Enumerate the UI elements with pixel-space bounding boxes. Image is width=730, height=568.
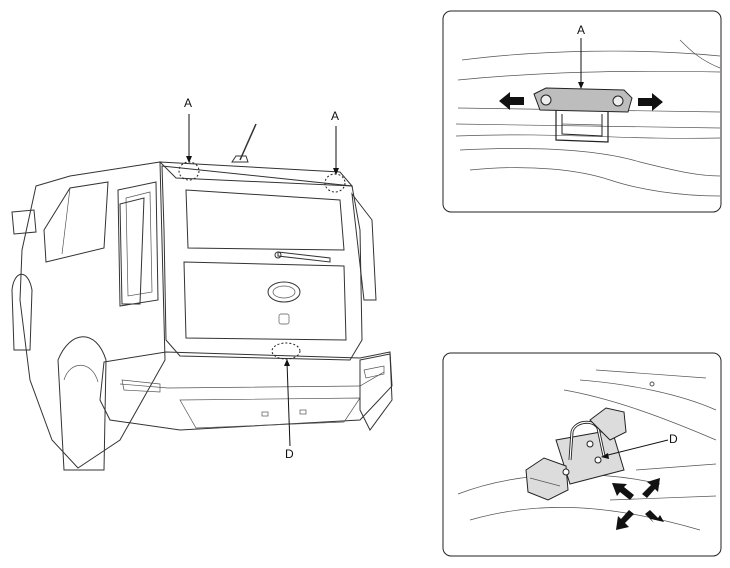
arrow-left-icon — [499, 92, 524, 110]
rear-wheel-right — [359, 353, 393, 431]
rear-wheel — [57, 336, 107, 471]
arrow-down-right-icon — [645, 510, 664, 523]
arrow-up-right-icon — [642, 478, 660, 498]
roof-spoiler — [158, 161, 354, 187]
hinge-location-left — [178, 161, 200, 181]
hinge-body — [533, 87, 633, 113]
hinge-bracket — [555, 110, 609, 143]
latch-bolt-1 — [562, 468, 570, 476]
detail-callout-d: D — [669, 432, 678, 446]
detail-frame-hinge — [442, 10, 722, 213]
latch-location — [271, 342, 301, 360]
latch-bolt-2 — [594, 456, 602, 464]
arrow-up-left-icon — [612, 483, 634, 500]
detail-callout-a: A — [577, 23, 585, 37]
hinge-bolt-left — [540, 94, 552, 106]
side-mirror — [11, 209, 37, 235]
rear-wiper — [277, 251, 331, 263]
vehicle-side-body — [19, 161, 166, 469]
detail-panel-hinge: A — [442, 10, 722, 213]
tail-lamp-left — [119, 197, 145, 305]
side-window-front — [43, 181, 109, 263]
hinge-location-right — [324, 173, 346, 193]
detail-panel-latch: D — [442, 352, 722, 557]
callout-label-d: D — [285, 447, 294, 461]
emblem — [267, 281, 301, 303]
callout-label-a-left: A — [184, 96, 192, 110]
tail-lamp-right — [351, 192, 377, 301]
front-wheel — [11, 273, 33, 351]
side-window-rear — [117, 181, 159, 307]
bumper-block-lower — [525, 457, 569, 501]
rear-glass — [185, 189, 345, 251]
arrow-down-left-icon — [616, 510, 634, 530]
arrow-right-icon — [638, 93, 663, 111]
tailgate-outline — [161, 165, 363, 361]
bumper-block-upper — [589, 407, 627, 441]
tailgate-panel — [183, 261, 347, 341]
rear-bumper — [99, 351, 393, 431]
hinge-bolt-right — [612, 95, 624, 107]
callout-label-a-right: A — [331, 109, 339, 123]
camera-icon — [278, 313, 290, 325]
latch-bolt-3 — [586, 440, 594, 448]
vehicle-rear-view: A A D — [11, 96, 393, 471]
antenna — [239, 123, 257, 161]
